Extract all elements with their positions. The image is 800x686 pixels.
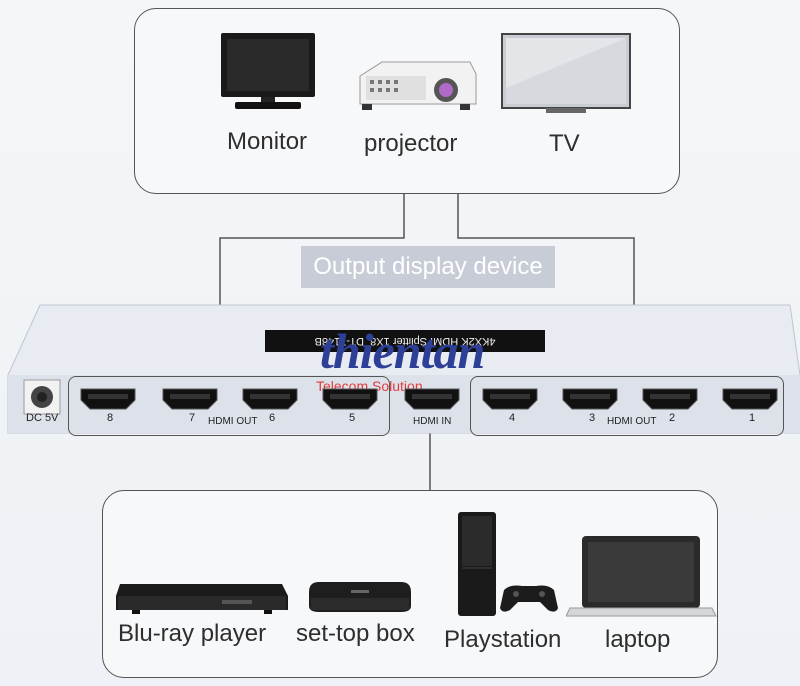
port-number: 6 [269,412,276,424]
hdmi-port-7 [162,388,218,410]
tv-icon [501,33,631,113]
playstation-icon [458,512,558,616]
port-number: 7 [189,412,196,424]
set-top-box-label: set-top box [296,620,415,647]
watermark-brand: thientan [320,323,485,379]
bluray-player-icon [116,584,288,614]
monitor-icon [221,33,315,109]
port-number: 3 [589,412,596,424]
monitor-label: Monitor [227,128,308,155]
dc-jack-icon [23,379,61,415]
hdmi-port-4 [482,388,538,410]
port-number: 8 [107,412,114,424]
hdmi-out-group-left [68,376,390,436]
hdmi-port-3 [562,388,618,410]
bluray-player-label: Blu-ray player [118,620,267,647]
hdmi-port-2 [642,388,698,410]
hdmi-out-label-left: HDMI OUT [208,416,258,427]
set-top-box-icon [309,582,411,612]
projector-label: projector [364,130,458,157]
hdmi-out-label-right: HDMI OUT [607,416,657,427]
laptop-label: laptop [605,626,671,653]
projector-icon [359,61,477,110]
tv-label: TV [549,130,580,157]
hdmi-port-5 [322,388,378,410]
hdmi-in-label: HDMI IN [413,416,452,427]
port-number: 4 [509,412,516,424]
laptop-icon [566,536,717,617]
hdmi-port-1 [722,388,778,410]
hdmi-in-port [404,388,460,410]
port-number: 5 [349,412,356,424]
hdmi-out-group-right [470,376,784,436]
output-display-caption: Output display device [301,246,555,288]
hdmi-port-6 [242,388,298,410]
port-number: 1 [749,412,756,424]
hdmi-port-8 [80,388,136,410]
dc-label: DC 5V [26,412,59,424]
port-number: 2 [669,412,676,424]
playstation-label: Playstation [444,626,562,653]
